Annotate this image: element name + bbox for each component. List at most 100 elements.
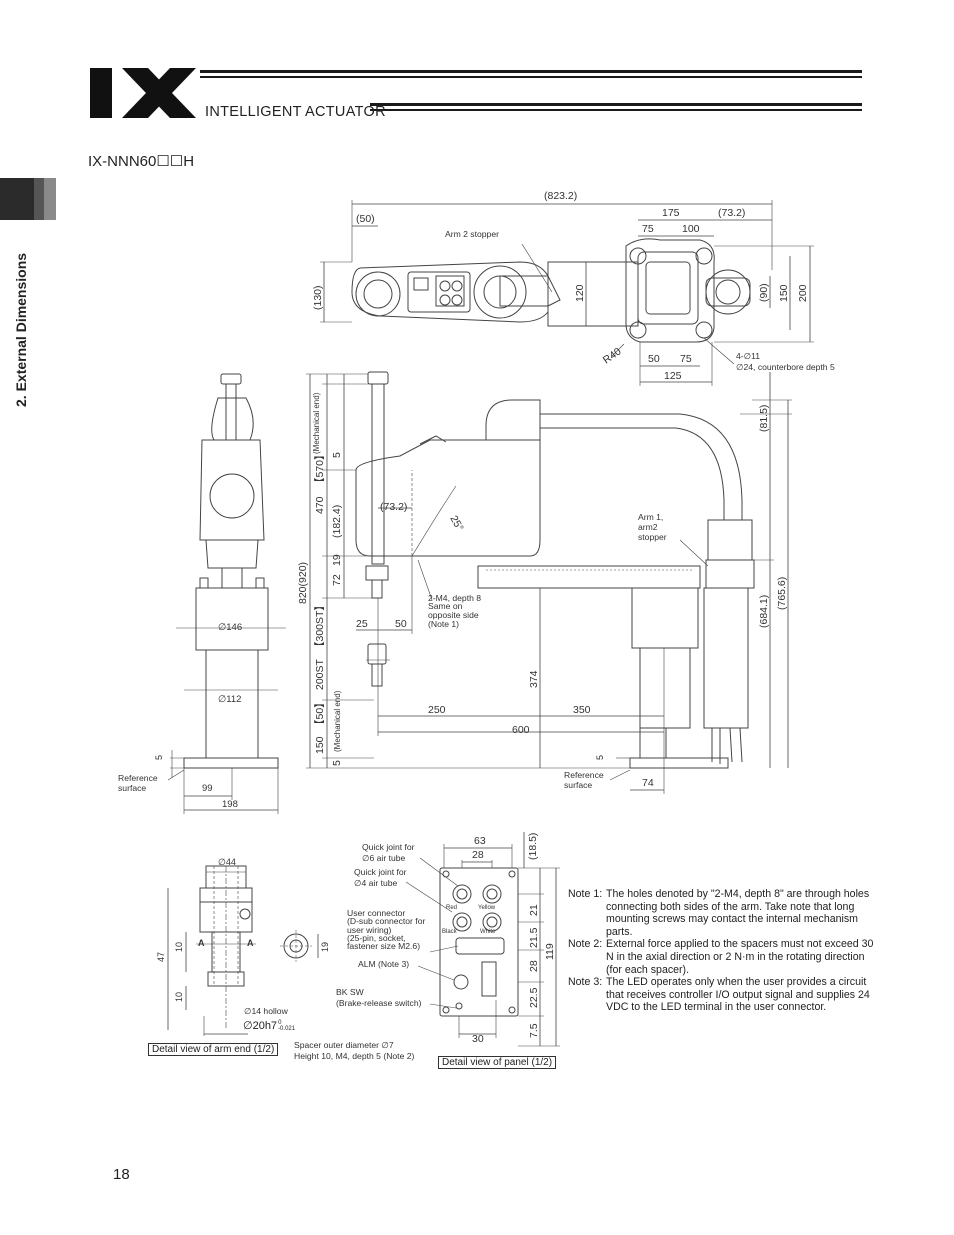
label-ref-surface-front-1: Reference xyxy=(118,773,158,783)
dim-text: 19 xyxy=(331,554,343,566)
label-bk-2: (Brake-release switch) xyxy=(336,998,422,1008)
dim-text: 30 xyxy=(472,1033,484,1045)
dim-text: 600 xyxy=(512,724,530,736)
notes-block: Note 1: The holes denoted by "2-M4, dept… xyxy=(568,888,878,1014)
dim-text: (73.2) xyxy=(718,207,745,219)
dim-text: (Mechanical end) xyxy=(312,392,321,454)
dim-text: (90) xyxy=(758,283,770,302)
dim-text: (50) xyxy=(356,213,375,225)
dim-text: (684.1) xyxy=(758,595,770,628)
label-mount-holes-1: 4-∅11 xyxy=(736,351,761,361)
dim-text: (823.2) xyxy=(544,190,577,202)
dim-text: 19 xyxy=(320,942,330,952)
dim-text: 99 xyxy=(202,783,213,794)
page-number: 18 xyxy=(113,1166,130,1183)
dim-text: 120 xyxy=(574,284,586,302)
ix-logo-mark xyxy=(90,68,196,118)
label-ref-surface-front-2: surface xyxy=(118,783,147,793)
note-key: Note 3: xyxy=(568,976,603,989)
label-qj4-1: Quick joint for xyxy=(354,867,407,877)
dim-text: 47 xyxy=(156,952,166,962)
dim-text: 5 xyxy=(331,452,343,458)
dim-text: 21.5 xyxy=(528,927,540,948)
dim-text: 175 xyxy=(662,207,680,219)
label-bk-1: BK SW xyxy=(336,987,364,997)
note-item: Note 3: The LED operates only when the u… xyxy=(568,976,878,1014)
dim-text: 119 xyxy=(544,943,556,960)
panel-detail xyxy=(405,832,560,1047)
dim-text: 7.5 xyxy=(528,1023,540,1038)
label-uc-5: fastener size M2.6) xyxy=(347,941,421,951)
dim-text: (18.5) xyxy=(527,833,539,860)
dim-text: 150 xyxy=(778,284,790,302)
tolerance-callout: ∅20h7 0 -0.021 xyxy=(243,1019,295,1032)
panel-color-labels: Red Yellow Black White xyxy=(442,905,496,935)
panel-dims: 63 28 (18.5) 21 21.5 28 119 22.5 7.5 30 xyxy=(472,833,556,1045)
dim-text: 470 xyxy=(314,496,326,514)
dim-text: 5 xyxy=(595,755,605,760)
label-uc-2: (D-sub connector for xyxy=(347,916,426,926)
note-item: Note 2: External force applied to the sp… xyxy=(568,938,878,976)
dim-text: 100 xyxy=(682,223,700,235)
dim-text: 10 xyxy=(174,992,184,1002)
label-m4-4: (Note 1) xyxy=(428,619,460,629)
dim-text: 200 xyxy=(797,284,809,302)
label-mount-holes-2: ∅24, counterbore depth 5 xyxy=(736,362,835,372)
label-spacer-1: Spacer outer diameter ∅7 xyxy=(294,1040,394,1050)
tolerance-lower: -0.021 xyxy=(278,1026,296,1033)
section-marker-a-left: A xyxy=(198,938,205,948)
arm-end-detail xyxy=(167,865,319,1036)
side-view xyxy=(306,371,792,794)
header-rule-4 xyxy=(370,109,862,111)
arm-end-dims: ∅44 47 10 10 19 A A xyxy=(156,857,330,1002)
header-rule-2 xyxy=(200,76,862,78)
dim-text: 63 xyxy=(474,835,486,847)
top-view-dims: (823.2) (50) 175 (73.2) 75 100 (130) 120… xyxy=(312,190,809,382)
dim-text: 125 xyxy=(664,370,682,382)
dim-text: 200ST xyxy=(314,658,326,690)
dim-text: 150 xyxy=(314,736,326,754)
dim-text: ∅44 xyxy=(218,857,236,867)
label-uc-4: (25-pin, socket, xyxy=(347,933,406,943)
dim-text: 28 xyxy=(528,960,540,972)
label-uc-1: User connector xyxy=(347,908,406,918)
label-qj4-2: ∅4 air tube xyxy=(354,878,398,888)
note-key: Note 2: xyxy=(568,938,603,951)
label-m4-3: opposite side xyxy=(428,610,479,620)
dim-text: (Mechanical end) xyxy=(333,690,342,752)
note-text: External force applied to the spacers mu… xyxy=(606,938,874,976)
dim-text: R40 xyxy=(601,345,624,366)
dim-text: (182.4) xyxy=(331,505,343,538)
front-view-dims: ∅146 ∅112 5 99 198 xyxy=(154,622,242,810)
section-tab-block xyxy=(0,178,34,220)
color-label-black: Black xyxy=(442,929,458,935)
front-view xyxy=(167,373,286,814)
note-text: The LED operates only when the user prov… xyxy=(606,976,870,1014)
dim-text: ∅146 xyxy=(218,622,242,633)
dim-text: 【570】 xyxy=(314,449,326,488)
label-arm-stopper-2: arm2 xyxy=(638,522,658,532)
label-m4-2: Same on xyxy=(428,601,463,611)
dim-text: 25° xyxy=(447,514,465,534)
dim-text: 72 xyxy=(331,574,343,586)
dim-text: (130) xyxy=(312,285,324,310)
note-text: The holes denoted by "2-M4, depth 8" are… xyxy=(606,888,870,938)
label-uc-3: user wiring) xyxy=(347,925,392,935)
color-label-white: White xyxy=(480,929,496,935)
label-arm2-stopper: Arm 2 stopper xyxy=(445,229,499,239)
dim-text: 374 xyxy=(528,670,540,688)
dim-text: 50 xyxy=(395,618,407,630)
panel-detail-title: Detail view of panel (1/2) xyxy=(438,1056,557,1069)
section-tab-block-2 xyxy=(34,178,44,220)
section-marker-a-right: A xyxy=(247,938,254,948)
header-rule-3 xyxy=(370,103,862,106)
dim-text: 28 xyxy=(472,849,484,861)
label-qj6-2: ∅6 air tube xyxy=(362,853,406,863)
dim-text: 50 xyxy=(648,353,660,365)
dim-text: 25 xyxy=(356,618,368,630)
label-ref-surface-side-2: surface xyxy=(564,780,593,790)
dim-text: 22.5 xyxy=(528,987,540,1008)
dim-text: 75 xyxy=(680,353,692,365)
label-spacer-2: Height 10, M4, depth 5 (Note 2) xyxy=(294,1051,415,1061)
dim-text: (73.2) xyxy=(380,501,407,513)
